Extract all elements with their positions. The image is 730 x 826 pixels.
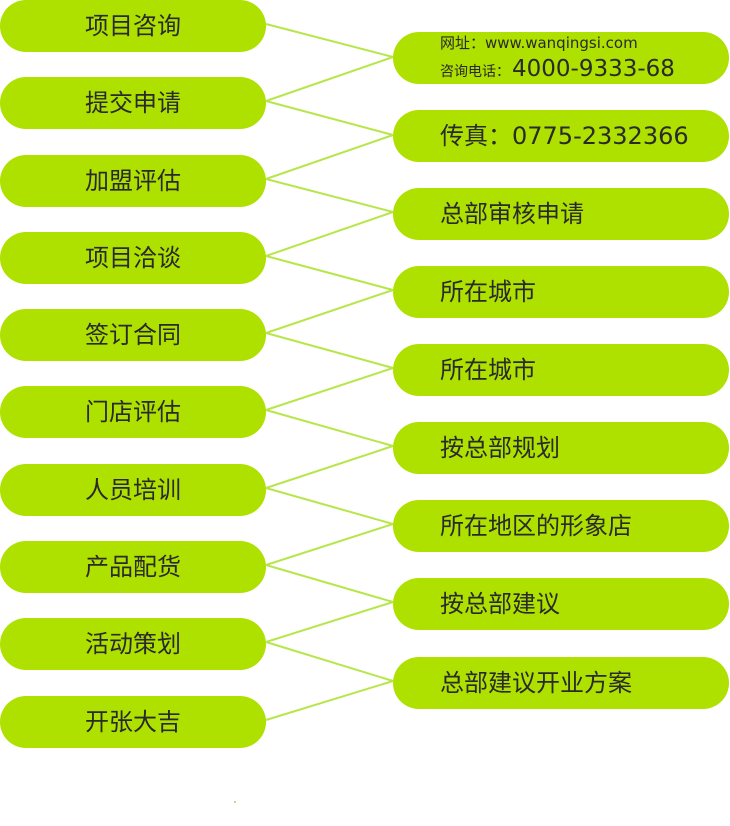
left-step-label: 加盟评估 bbox=[85, 167, 181, 195]
right-note-label: 所在城市 bbox=[440, 278, 536, 306]
right-note-label: 按总部建议 bbox=[440, 590, 560, 618]
left-step-3: 加盟评估 bbox=[0, 155, 266, 207]
connector-line bbox=[265, 255, 394, 291]
stray-dot bbox=[234, 801, 236, 803]
left-step-label: 人员培训 bbox=[85, 476, 181, 504]
left-step-10: 开张大吉 bbox=[0, 696, 266, 748]
right-note-fax: 传真：0775-2332366 bbox=[393, 110, 729, 162]
contact-info-box: 网址：www.wanqingsi.com 咨询电话：4000-9333-68 bbox=[393, 32, 729, 84]
connector-line bbox=[265, 134, 394, 180]
connector-line bbox=[265, 409, 394, 447]
left-step-label: 门店评估 bbox=[85, 398, 181, 426]
left-step-8: 产品配货 bbox=[0, 541, 266, 593]
left-step-label: 活动策划 bbox=[85, 630, 181, 658]
right-note-6: 所在地区的形象店 bbox=[393, 500, 729, 552]
right-note-label: 按总部规划 bbox=[440, 434, 560, 462]
connector-line bbox=[265, 211, 394, 257]
connector-line bbox=[265, 601, 394, 643]
connector-line bbox=[265, 56, 394, 102]
right-note-2: 总部审核申请 bbox=[393, 188, 729, 240]
right-note-4: 所在城市 bbox=[393, 344, 729, 396]
connector-line bbox=[265, 289, 394, 334]
left-step-label: 项目洽谈 bbox=[85, 244, 181, 272]
connector-line bbox=[265, 564, 394, 603]
website-url[interactable]: www.wanqingsi.com bbox=[485, 34, 638, 52]
left-step-6: 门店评估 bbox=[0, 386, 266, 438]
left-step-label: 产品配货 bbox=[85, 553, 181, 581]
left-step-label: 提交申请 bbox=[85, 89, 181, 117]
left-step-7: 人员培训 bbox=[0, 464, 266, 516]
right-note-7: 按总部建议 bbox=[393, 578, 729, 630]
phone-label: 咨询电话： bbox=[440, 64, 510, 80]
right-note-8: 总部建议开业方案 bbox=[393, 657, 729, 709]
right-note-label: 总部建议开业方案 bbox=[440, 669, 632, 697]
connector-line bbox=[265, 641, 394, 682]
left-step-2: 提交申请 bbox=[0, 77, 266, 129]
left-step-label: 签订合同 bbox=[85, 321, 181, 349]
right-note-label: 总部审核申请 bbox=[440, 200, 584, 228]
right-note-label: 所在地区的形象店 bbox=[440, 512, 632, 540]
connector-line bbox=[265, 100, 394, 136]
right-note-label: 所在城市 bbox=[440, 356, 536, 384]
connector-line bbox=[265, 23, 394, 58]
right-note-5: 按总部规划 bbox=[393, 422, 729, 474]
left-step-1: 项目咨询 bbox=[0, 0, 266, 52]
left-step-9: 活动策划 bbox=[0, 618, 266, 670]
connector-line bbox=[265, 487, 394, 525]
left-step-label: 项目咨询 bbox=[85, 12, 181, 40]
connector-line bbox=[265, 523, 394, 566]
connector-line bbox=[265, 367, 394, 411]
phone-line: 咨询电话：4000-9333-68 bbox=[440, 58, 675, 81]
connector-line bbox=[265, 680, 394, 721]
connector-line bbox=[265, 332, 394, 369]
left-step-label: 开张大吉 bbox=[85, 708, 181, 736]
connector-line bbox=[265, 178, 394, 213]
right-note-label: 传真：0775-2332366 bbox=[440, 122, 689, 150]
left-step-5: 签订合同 bbox=[0, 309, 266, 361]
website-label: 网址： bbox=[440, 34, 486, 52]
left-step-4: 项目洽谈 bbox=[0, 232, 266, 284]
connector-line bbox=[265, 445, 394, 489]
right-note-3: 所在城市 bbox=[393, 266, 729, 318]
website-line: 网址：www.wanqingsi.com bbox=[440, 36, 638, 51]
phone-number: 4000-9333-68 bbox=[512, 56, 675, 82]
